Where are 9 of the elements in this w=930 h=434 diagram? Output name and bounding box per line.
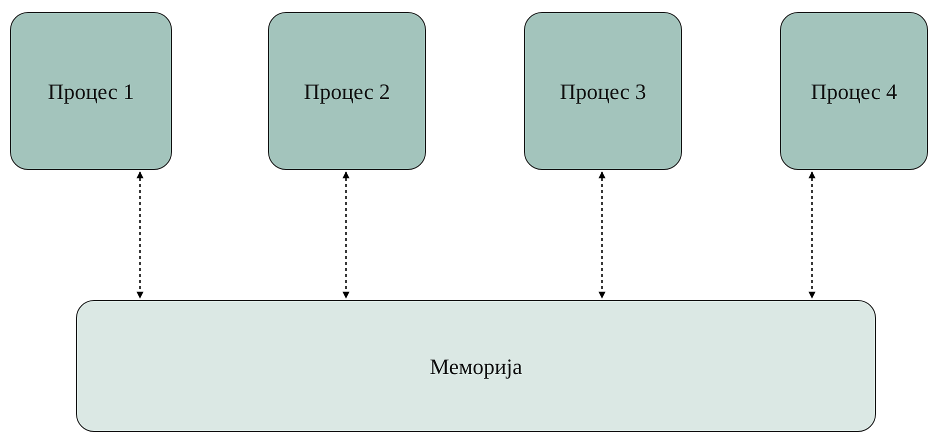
process-box: Процес 1 xyxy=(10,12,172,170)
dashed-arrow xyxy=(342,171,350,299)
dashed-arrow xyxy=(136,171,144,299)
process-box: Процес 3 xyxy=(524,12,682,170)
process-box: Процес 2 xyxy=(268,12,426,170)
dashed-arrow xyxy=(598,171,606,299)
process-box: Процес 4 xyxy=(780,12,928,170)
dashed-arrow xyxy=(808,171,816,299)
memory-box: Меморија xyxy=(76,300,876,432)
